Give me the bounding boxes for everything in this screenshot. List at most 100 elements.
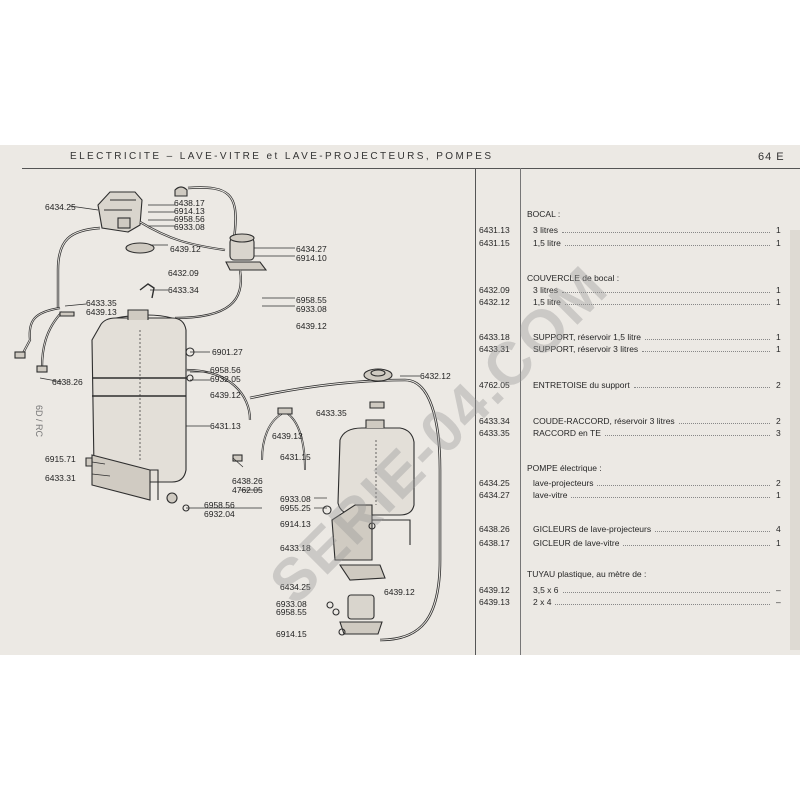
page-title: ELECTRICITE – LAVE-VITRE et LAVE-PROJECT… <box>70 151 494 162</box>
callout-label: 6433.35 <box>316 408 347 418</box>
part-description: SUPPORT, réservoir 1,5 litre <box>533 332 642 342</box>
tank-1-5-litres <box>337 419 415 516</box>
callout-label: 6914.13 <box>280 519 311 529</box>
callout-label: 6958.55 <box>276 607 307 617</box>
callout-label: 6932.04 <box>204 509 235 519</box>
leader-dots <box>605 428 770 436</box>
callout-label: 6433.18 <box>280 543 311 553</box>
leader-dots <box>642 344 770 352</box>
callout-label: 6433.31 <box>45 473 76 483</box>
callout-label: 6933.08 <box>280 494 311 504</box>
callout-label: 6431.15 <box>280 452 311 462</box>
part-quantity: 2 <box>776 380 781 390</box>
callout-label: 6438.26 <box>232 476 263 486</box>
callout-label: 6932.05 <box>210 374 241 384</box>
callout-label: 6439.13 <box>272 431 303 441</box>
callout-label: 6439.12 <box>210 390 241 400</box>
callout-label: 6914.10 <box>296 253 327 263</box>
leader-dots <box>565 297 770 305</box>
pump-lave-vitre <box>225 233 268 271</box>
leader-dots <box>655 524 770 532</box>
leader-dots <box>555 597 770 605</box>
callout-label: 6431.13 <box>210 421 241 431</box>
leader-dots <box>571 490 770 498</box>
leader-dots <box>623 538 770 546</box>
callout-label: 6958.56 <box>204 500 235 510</box>
part-quantity: 3 <box>776 428 781 438</box>
part-quantity: – <box>776 597 781 607</box>
leader-dots <box>563 585 770 593</box>
part-reference: 6433.34 <box>479 416 510 426</box>
leader-dots <box>645 332 770 340</box>
part-reference: 6433.18 <box>479 332 510 342</box>
callout-label: 6432.09 <box>168 268 199 278</box>
parts-row: 6433.35 RACCORD en TE 3 <box>0 428 800 439</box>
part-quantity: 1 <box>776 297 781 307</box>
column-divider <box>475 168 476 655</box>
exploded-parts-diagram <box>14 186 442 642</box>
part-description: 2 x 4 <box>533 597 552 607</box>
leader-dots <box>565 238 770 246</box>
callout-label: 6433.34 <box>168 285 199 295</box>
callout-label: 6933.08 <box>276 599 307 609</box>
part-description: lave-projecteurs <box>533 478 594 488</box>
part-reference: 6432.12 <box>479 297 510 307</box>
part-description: 1,5 litre <box>533 238 561 248</box>
part-description: 1,5 litre <box>533 297 561 307</box>
callout-label: 6914.13 <box>174 206 205 216</box>
callout-label: 6439.12 <box>384 587 415 597</box>
callout-label: 6432.12 <box>420 371 451 381</box>
part-description: 3 litres <box>533 285 559 295</box>
part-quantity: 4 <box>776 524 781 534</box>
part-quantity: 1 <box>776 225 781 235</box>
leader-dots <box>634 380 770 388</box>
part-reference: 6431.13 <box>479 225 510 235</box>
callout-label: 6439.13 <box>86 307 117 317</box>
part-quantity: 2 <box>776 416 781 426</box>
part-reference: 6434.27 <box>479 490 510 500</box>
part-quantity: 1 <box>776 538 781 548</box>
part-quantity: 1 <box>776 332 781 342</box>
callout-label: 6434.27 <box>296 244 327 254</box>
part-quantity: 1 <box>776 285 781 295</box>
callout-label: 6914.15 <box>276 629 307 639</box>
callout-label: 6901.27 <box>212 347 243 357</box>
callout-label: 6438.26 <box>52 377 83 387</box>
callout-label: 6958.56 <box>174 214 205 224</box>
group-heading: TUYAU plastique, au mètre de : <box>527 569 647 579</box>
reference-column-divider <box>520 168 521 655</box>
part-reference: 6439.13 <box>479 597 510 607</box>
parts-row: 6432.09 3 litres 1 <box>0 285 800 296</box>
part-reference: 6432.09 <box>479 285 510 295</box>
header-rule <box>22 168 800 169</box>
part-quantity: 2 <box>776 478 781 488</box>
part-description: 3 litres <box>533 225 559 235</box>
callout-label: 6439.12 <box>170 244 201 254</box>
part-quantity: 1 <box>776 344 781 354</box>
part-reference: 6433.31 <box>479 344 510 354</box>
part-reference: 4762.05 <box>479 380 510 390</box>
part-reference: 6433.35 <box>479 428 510 438</box>
callout-label: 6439.12 <box>296 321 327 331</box>
callout-label: 6958.56 <box>210 365 241 375</box>
group-heading: POMPE électrique : <box>527 463 602 473</box>
group-heading: BOCAL : <box>527 209 561 219</box>
callout-label: 6434.25 <box>280 582 311 592</box>
part-description: COUDE-RACCORD, réservoir 3 litres <box>533 416 675 426</box>
callout-label: 6955.25 <box>280 503 311 513</box>
part-description: lave-vitre <box>533 490 568 500</box>
part-reference: 6439.12 <box>479 585 510 595</box>
part-description: RACCORD en TE <box>533 428 601 438</box>
part-reference: 6438.17 <box>479 538 510 548</box>
part-reference: 6438.26 <box>479 524 510 534</box>
part-description: SUPPORT, réservoir 3 litres <box>533 344 639 354</box>
part-description: GICLEUR de lave-vitre <box>533 538 620 548</box>
parts-row: 6433.31 SUPPORT, réservoir 3 litres 1 <box>0 344 800 355</box>
parts-row: 6433.18 SUPPORT, réservoir 1,5 litre 1 <box>0 332 800 343</box>
part-reference: 6431.15 <box>479 238 510 248</box>
